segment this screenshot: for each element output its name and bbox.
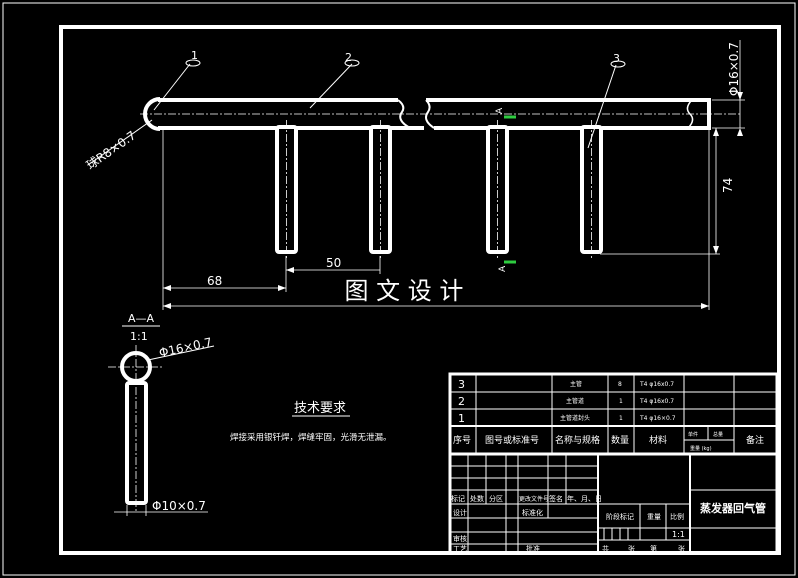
parts-header-remark: 备注 [746, 434, 764, 446]
balloon-leaders [153, 59, 626, 149]
watermark-bg [326, 275, 482, 305]
break-line-left [397, 99, 411, 129]
parts-header-weight: 重量 (kg) [690, 445, 712, 452]
ball-radius-label: 球R8×0.7 [84, 128, 139, 172]
parts-header-total: 总量 [713, 431, 723, 438]
parts-row-1-no: 1 [458, 412, 465, 425]
parts-row-1-name: 主管道封头 [560, 414, 590, 422]
balloon-2: 2 [345, 51, 352, 64]
pipe-dia-top-label: Φ16×0.7 [727, 42, 741, 96]
parts-header-code: 图号或标准号 [485, 434, 539, 446]
parts-row-2-name: 主管道 [566, 397, 584, 405]
parts-row-3-material: T4 φ16x0.7 [639, 381, 674, 388]
branch-2 [369, 120, 392, 258]
parts-row-1-qty: 1 [619, 415, 623, 422]
parts-header-unit: 单件 [688, 431, 698, 438]
parts-row-2-no: 2 [458, 395, 465, 408]
svg-text:A: A [498, 265, 508, 272]
parts-row-3-qty: 8 [618, 381, 622, 388]
dim-68-label: 68 [207, 274, 222, 288]
branch-4 [580, 120, 603, 258]
balloon-1: 1 [191, 49, 198, 62]
height-74-label: 74 [721, 178, 735, 193]
dim-50-label: 50 [326, 256, 341, 270]
tb-approve: 批准 [526, 544, 540, 553]
section-outer-label: Φ16×0.7 [158, 335, 214, 360]
tech-title: 技术要求 [294, 401, 346, 416]
section-title: A—A [128, 312, 155, 325]
break-line-right [425, 99, 435, 129]
right-dims [600, 40, 745, 255]
bottom-dims [162, 130, 710, 310]
tb-sheet-unit: 张 [628, 544, 635, 553]
tb-mark: 标记 [451, 494, 465, 503]
tb-process: 工艺 [453, 545, 467, 553]
tb-zone: 分区 [489, 494, 503, 503]
tb-check: 审核 [453, 534, 467, 543]
parts-header-qty: 数量 [611, 434, 629, 446]
tb-date: 年、月、日 [567, 494, 602, 503]
tb-change-doc: 更改文件号 [519, 495, 549, 503]
tb-ratio: 比例 [670, 512, 684, 521]
tb-standard: 标准化 [522, 508, 543, 517]
parts-row-3-no: 3 [458, 378, 465, 391]
drawing-border [59, 25, 781, 555]
tb-sheet-total: 共 [602, 544, 609, 553]
tb-design: 设计 [453, 508, 467, 517]
branch-1 [275, 120, 298, 258]
parts-row-3-name: 主管 [570, 380, 582, 388]
section-inner-label: Φ10×0.7 [152, 499, 206, 513]
branch-3 [486, 120, 509, 258]
main-pipe-view: A A [140, 97, 740, 272]
section-marker-bottom: A [498, 260, 516, 272]
ball-radius-leader [87, 119, 153, 166]
tech-body: 焊接采用银钎焊，焊缝牢固，光滑无泄漏。 [230, 432, 392, 443]
parts-header-name: 名称与规格 [555, 434, 600, 446]
parts-row-1-material: T4 φ16×0.7 [639, 415, 676, 422]
section-scale: 1:1 [130, 330, 148, 343]
tb-sign: 签名 [549, 494, 563, 503]
tb-weight: 重量 [647, 513, 661, 521]
watermark-text: 图 文 设 计 [345, 277, 464, 305]
drawing-name: 蒸发器回气管 [700, 501, 766, 515]
tb-count: 处数 [470, 494, 484, 503]
section-view [108, 345, 215, 516]
parts-header-material: 材料 [649, 434, 667, 446]
svg-text:A: A [495, 107, 505, 114]
tb-scale: 1:1 [672, 530, 685, 539]
tb-sheet-unit2: 张 [678, 544, 685, 553]
parts-header-no: 序号 [453, 434, 471, 446]
tb-stage: 阶段标记 [606, 512, 634, 521]
tb-sheet-no: 第 [650, 544, 657, 553]
balloon-3: 3 [613, 52, 620, 65]
parts-row-2-material: T4 φ16x0.7 [639, 398, 674, 405]
section-marker-top: A [495, 107, 516, 119]
parts-row-2-qty: 1 [619, 398, 623, 405]
title-block [448, 452, 779, 555]
